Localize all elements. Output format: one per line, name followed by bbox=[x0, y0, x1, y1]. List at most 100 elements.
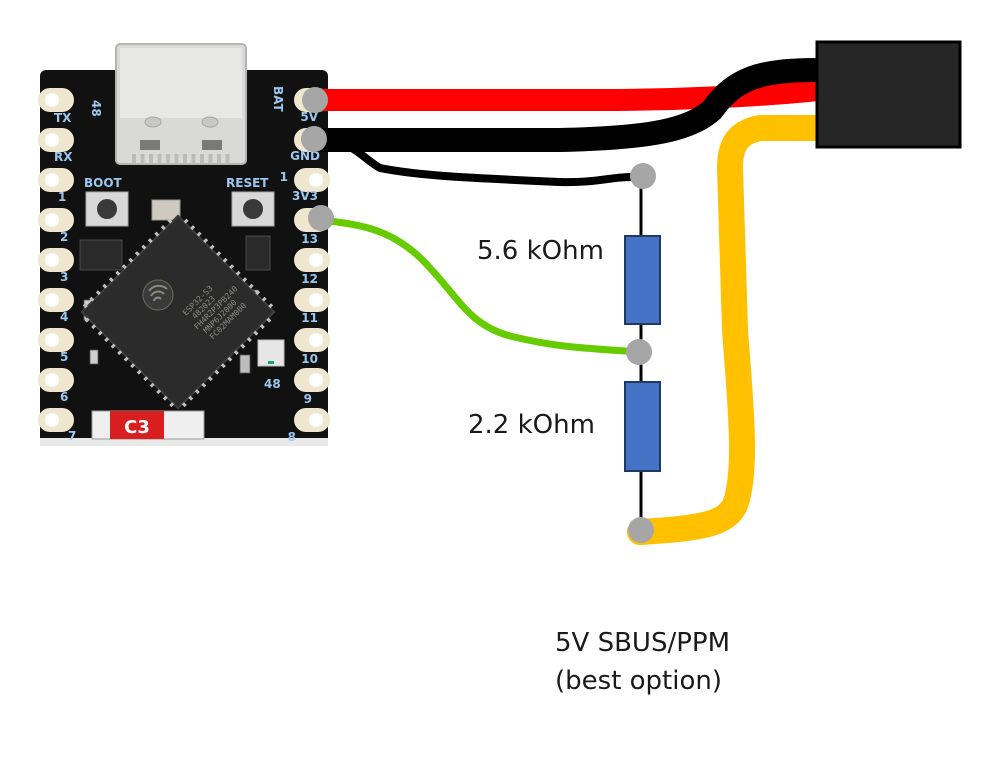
node-5v-pin bbox=[302, 87, 328, 113]
esp32-chip bbox=[80, 214, 276, 410]
pin-hole bbox=[45, 213, 59, 227]
pin-label-10: 10 bbox=[301, 352, 318, 366]
chip-pin bbox=[117, 350, 123, 356]
chip-pin bbox=[84, 317, 90, 323]
pin-label-3: 3 bbox=[60, 270, 68, 284]
chip-pin bbox=[188, 395, 194, 401]
chip-pin bbox=[110, 343, 116, 349]
reset-label: RESET bbox=[226, 176, 269, 190]
chip-pin bbox=[123, 356, 129, 362]
chip-pin bbox=[183, 218, 189, 224]
pin-hole bbox=[45, 293, 59, 307]
chip-pin bbox=[108, 277, 114, 283]
pin-label-4: 4 bbox=[60, 310, 68, 324]
pin-label-13: 13 bbox=[301, 232, 318, 246]
chip-pin bbox=[156, 389, 162, 395]
chip-pin bbox=[102, 283, 108, 289]
chip-pin bbox=[162, 395, 168, 401]
crystal bbox=[151, 199, 181, 221]
chip-pin bbox=[181, 402, 187, 408]
pin-label-1: 1 bbox=[58, 190, 66, 204]
chip-pin bbox=[255, 290, 261, 296]
chip-pin bbox=[141, 244, 147, 250]
node-pin-13 bbox=[308, 205, 334, 231]
pin-label-3v3: 3V3 bbox=[292, 189, 318, 203]
pin-label-5: 5 bbox=[60, 350, 68, 364]
chip-pin bbox=[207, 376, 213, 382]
chip-pin bbox=[201, 382, 207, 388]
chip-pin bbox=[121, 264, 127, 270]
chip-pin bbox=[242, 277, 248, 283]
pin-hole bbox=[309, 413, 323, 427]
usb-pin bbox=[217, 154, 221, 164]
pin-label-8: 8 bbox=[288, 430, 296, 444]
pin-hole bbox=[45, 253, 59, 267]
pin-label-tx: TX bbox=[54, 111, 72, 125]
chip-pin bbox=[253, 330, 259, 336]
usb-pin bbox=[183, 154, 187, 164]
chip-pin bbox=[115, 270, 121, 276]
usb-pin bbox=[174, 154, 179, 164]
espressif-logo-icon bbox=[142, 279, 174, 311]
resistor-2-2k bbox=[624, 381, 661, 472]
chip-pin bbox=[227, 356, 233, 362]
pin-label-2: 2 bbox=[60, 230, 68, 244]
chip-pin bbox=[240, 343, 246, 349]
chip-pin bbox=[143, 376, 149, 382]
chip-pin bbox=[222, 257, 228, 263]
pin-hole bbox=[309, 333, 323, 347]
chip-pin bbox=[167, 218, 173, 224]
pin-hole bbox=[309, 253, 323, 267]
caption: 5V SBUS/PPM (best option) bbox=[555, 624, 730, 700]
chip-pin bbox=[214, 369, 220, 375]
bat-label: BAT bbox=[271, 86, 285, 113]
pin-hole bbox=[45, 373, 59, 387]
usb-pin bbox=[132, 154, 136, 164]
left-pin-pads bbox=[38, 88, 74, 432]
pin-label-rx: RX bbox=[54, 150, 73, 164]
pin-hole bbox=[309, 293, 323, 307]
chip-pin bbox=[233, 350, 239, 356]
receiver-connector bbox=[815, 40, 962, 149]
chip-pin bbox=[261, 296, 267, 302]
pin-label-5v: 5V bbox=[300, 110, 318, 124]
usb-pin bbox=[191, 154, 196, 164]
usb-pin bbox=[200, 154, 204, 164]
board-label-48-top: 48 bbox=[89, 100, 103, 117]
pin-hole bbox=[45, 133, 59, 147]
esp32-board: ESP32-S3 482023 FH4R2P3PB240 MNP6J2000 F… bbox=[38, 43, 330, 446]
usb-pin bbox=[225, 154, 230, 164]
usb-pin bbox=[208, 154, 213, 164]
wire-signal-green bbox=[318, 216, 644, 356]
chip-pin bbox=[235, 270, 241, 276]
chip-pin bbox=[209, 244, 215, 250]
usb-pin bbox=[140, 154, 145, 164]
pin-label-11: 11 bbox=[301, 311, 318, 325]
chip-pin bbox=[89, 296, 95, 302]
antenna-label: C3 bbox=[124, 417, 150, 438]
resistor-label-5-6k: 5.6 kOhm bbox=[477, 236, 604, 266]
chip-pin bbox=[130, 363, 136, 369]
resistor-label-2-2k: 2.2 kOhm bbox=[468, 410, 595, 440]
chip-pin bbox=[229, 264, 235, 270]
chip-pin bbox=[128, 257, 134, 263]
chip-pin bbox=[216, 251, 222, 257]
chip-pin bbox=[82, 303, 88, 309]
chip-pin bbox=[136, 369, 142, 375]
pin-hole bbox=[45, 413, 59, 427]
pin-label-7: 7 bbox=[68, 429, 76, 443]
chip-pin bbox=[190, 225, 196, 231]
node-divider-bottom bbox=[628, 517, 654, 543]
pin-label-1-right: 1 bbox=[280, 170, 288, 184]
chip-pin bbox=[97, 330, 103, 336]
chip-pin bbox=[160, 225, 166, 231]
pin-hole bbox=[45, 173, 59, 187]
chip-pin bbox=[147, 238, 153, 244]
resistor-5-6k bbox=[624, 235, 661, 325]
caption-line-2: (best option) bbox=[555, 666, 723, 696]
chip-pin bbox=[154, 231, 160, 237]
usb-pin bbox=[149, 154, 153, 164]
chip-pin bbox=[95, 290, 101, 296]
node-divider-top bbox=[630, 163, 656, 189]
